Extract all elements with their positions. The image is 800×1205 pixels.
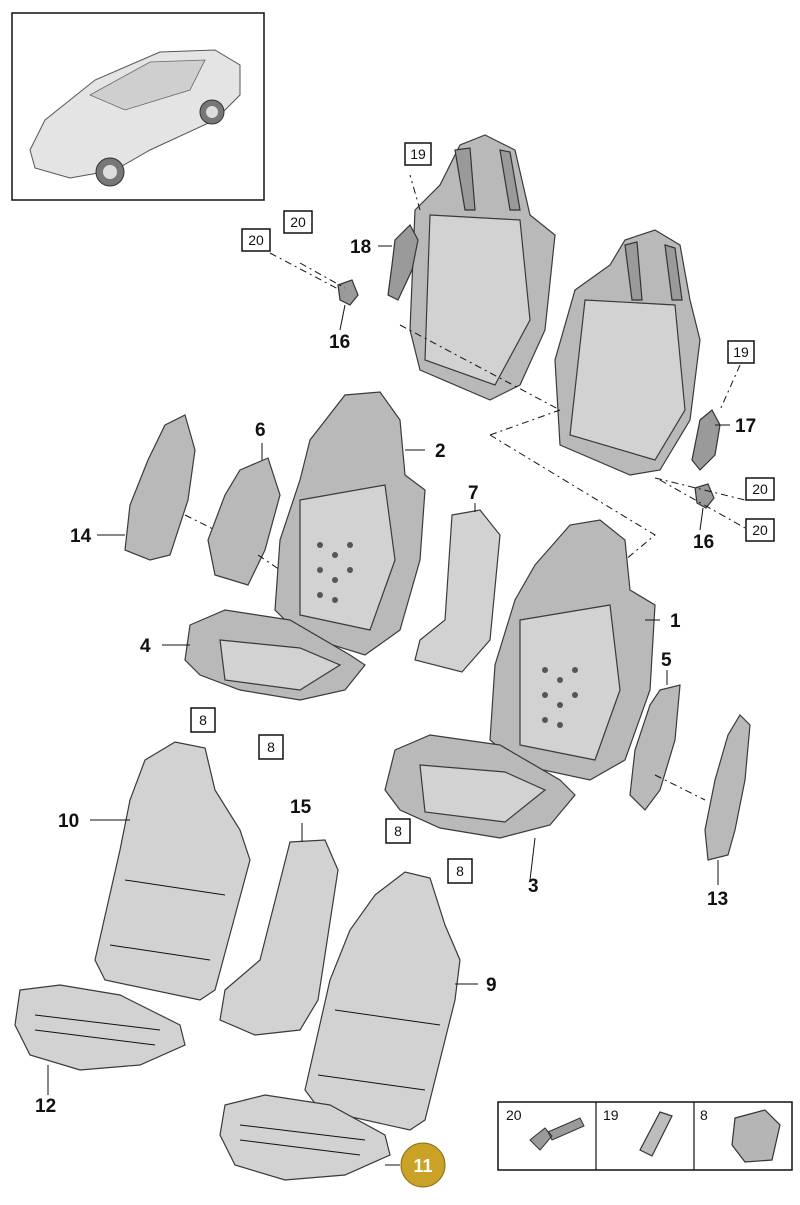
legend-item-8[interactable]: 8 — [700, 1107, 781, 1163]
box-19-top[interactable]: 19 — [404, 142, 432, 166]
box-8-b[interactable]: 8 — [258, 734, 284, 760]
side-trim-13[interactable] — [704, 714, 751, 861]
backrest-cushion-1[interactable] — [489, 519, 656, 781]
svg-text:19: 19 — [733, 344, 749, 360]
foam-insert-15[interactable] — [219, 839, 339, 1036]
backrest-cushion-2[interactable] — [274, 391, 426, 656]
callout-2: 2 — [435, 441, 446, 462]
callout-7: 7 — [468, 483, 479, 504]
callout-12: 12 — [35, 1096, 56, 1117]
bracket-18[interactable] — [387, 224, 419, 301]
svg-text:20: 20 — [752, 481, 768, 497]
callout-18: 18 — [350, 237, 371, 258]
box-8-c[interactable]: 8 — [385, 818, 411, 844]
callout-1: 1 — [670, 611, 681, 632]
callout-16-top: 16 — [329, 332, 350, 353]
bracket-17[interactable] — [691, 409, 721, 471]
backrest-frame-left[interactable] — [409, 134, 556, 401]
callout-13: 13 — [707, 889, 728, 910]
svg-text:20: 20 — [290, 214, 306, 230]
box-19-right[interactable]: 19 — [727, 340, 755, 364]
callout-9: 9 — [486, 975, 497, 996]
highlight-label: 11 — [413, 1156, 432, 1176]
trim-panel-5[interactable] — [629, 684, 681, 811]
side-trim-14[interactable] — [124, 414, 196, 561]
backrest-frame-right[interactable] — [554, 229, 701, 476]
svg-text:20: 20 — [506, 1107, 522, 1123]
clip-bracket-icon — [731, 1109, 781, 1163]
callout-3: 3 — [528, 876, 539, 897]
seat-base-3[interactable] — [384, 734, 576, 839]
svg-text:8: 8 — [456, 863, 464, 879]
callout-6: 6 — [255, 420, 266, 441]
callout-17: 17 — [735, 416, 756, 437]
svg-text:8: 8 — [394, 823, 402, 839]
box-8-d[interactable]: 8 — [447, 858, 473, 884]
highlight-circle — [400, 1142, 446, 1188]
seat-cushion-cover-11[interactable] — [219, 1094, 391, 1181]
callout-14: 14 — [70, 526, 92, 547]
rear-panel-7[interactable] — [414, 509, 501, 673]
legend-item-20[interactable]: 20 — [506, 1107, 585, 1151]
svg-text:20: 20 — [248, 232, 264, 248]
svg-text:8: 8 — [267, 739, 275, 755]
leader-lines — [47, 174, 746, 1166]
box-8-a[interactable]: 8 — [190, 707, 216, 733]
bolt-icon — [529, 1117, 585, 1151]
svg-text:19: 19 — [603, 1107, 619, 1123]
box-20-left[interactable]: 20 — [241, 228, 271, 252]
small-parts-legend: 20 19 8 — [497, 1101, 793, 1171]
callout-4: 4 — [140, 636, 151, 657]
callout-16-bottom: 16 — [693, 532, 714, 553]
callout-15: 15 — [290, 797, 312, 818]
seat-cushion-cover-12[interactable] — [14, 984, 186, 1071]
box-20-mid[interactable]: 20 — [283, 210, 313, 234]
svg-text:20: 20 — [752, 522, 768, 538]
box-20-right-lower[interactable]: 20 — [745, 518, 775, 542]
backrest-cover-10[interactable] — [94, 741, 251, 1001]
clip-ring-icon — [639, 1111, 673, 1157]
box-20-right-upper[interactable]: 20 — [745, 477, 775, 501]
svg-text:19: 19 — [410, 146, 426, 162]
backrest-cover-9[interactable] — [304, 871, 461, 1131]
highlighted-callout-11[interactable]: 11 — [400, 1142, 446, 1188]
trim-panel-6[interactable] — [207, 457, 281, 586]
seat-base-4[interactable] — [184, 609, 366, 701]
bracket-16-top[interactable] — [337, 279, 359, 306]
boxed-labels: 19 20 20 19 20 20 8 8 — [190, 142, 775, 884]
svg-text:8: 8 — [700, 1107, 708, 1123]
callout-5: 5 — [661, 650, 672, 671]
callout-10: 10 — [58, 811, 79, 832]
legend-item-19[interactable]: 19 — [603, 1107, 673, 1157]
svg-text:8: 8 — [199, 712, 207, 728]
bracket-16-bottom[interactable] — [694, 483, 715, 509]
vehicle-thumbnail[interactable] — [11, 12, 265, 201]
callout-labels: 1 2 3 4 5 6 7 9 10 12 13 14 15 16 16 17 … — [35, 237, 756, 1117]
